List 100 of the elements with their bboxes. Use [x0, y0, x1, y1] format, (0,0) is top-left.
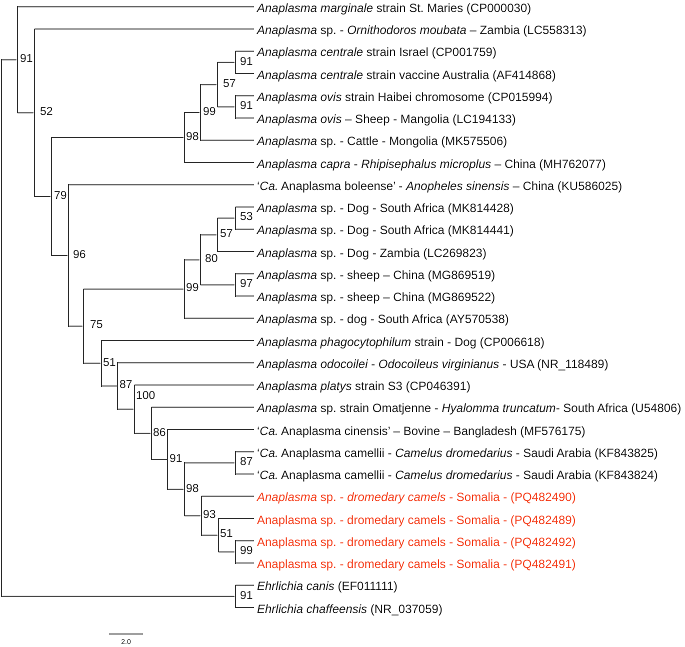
taxon-label: Anaplasma capra - Rhipisephalus microplus – China (MH762077)	[254, 156, 606, 171]
tree-branch	[184, 112, 200, 113]
tree-branch	[235, 584, 254, 586]
taxon-label: Anaplasma sp. - dog - South Africa (AY570538)	[254, 312, 509, 326]
taxon-label: Anaplasma sp. - Dog - Zambia (LC269823)	[254, 246, 486, 260]
tree-branch	[184, 162, 254, 164]
taxon-label: ‘Ca. Anaplasma boleense’ - Anopheles sinensis – China (KU586025)	[254, 178, 622, 193]
taxon-label: Anaplasma ovis – Sheep - Mangolia (LC194133)	[254, 112, 516, 126]
tree-branch	[235, 540, 254, 542]
tree-branch	[235, 50, 254, 52]
bootstrap-value: 79	[54, 190, 67, 202]
bootstrap-value: 87	[240, 457, 253, 469]
tree-branch	[134, 432, 151, 434]
bootstrap-value: 75	[90, 320, 103, 332]
bootstrap-value: 57	[220, 229, 233, 241]
tree-branch	[2, 59, 17, 60]
tree-branch	[68, 326, 83, 327]
bootstrap-value: 99	[240, 546, 253, 558]
bootstrap-value: 57	[223, 78, 236, 90]
bootstrap-value: 91	[20, 54, 33, 66]
taxon-label: Anaplasma sp. - dromedary camels - Somalia - (PQ482492)	[254, 534, 576, 549]
tree-node-line	[234, 540, 236, 564]
taxon-label: Anaplasma platys strain S3 (CP046391)	[254, 379, 470, 394]
tree-branch	[34, 196, 51, 197]
tree-node-line	[1, 59, 2, 597]
tree-branch	[235, 562, 254, 564]
tree-branch	[83, 362, 101, 364]
tree-branch	[118, 408, 134, 410]
tree-node-line	[82, 288, 84, 364]
tree-branch	[235, 474, 254, 475]
bootstrap-value: 98	[186, 132, 199, 144]
tree-branch	[217, 218, 235, 219]
tree-branch	[235, 228, 254, 230]
tree-node-line	[50, 137, 52, 256]
tree-branch	[217, 251, 254, 252]
tree-node-line	[234, 206, 236, 230]
tree-branch	[200, 284, 235, 286]
tree-branch	[51, 255, 68, 256]
bootstrap-value: 96	[73, 250, 86, 262]
tree-node-line	[167, 429, 168, 490]
taxon-label: Ehrlichia chaffeensis (NR_037059)	[254, 602, 442, 616]
taxon-label: Anaplasma sp. - dromedary camels - Somalia - (PQ482490)	[254, 490, 576, 504]
bootstrap-value: 91	[240, 101, 253, 113]
tree-node-line	[234, 95, 236, 119]
tree-branch	[184, 462, 235, 464]
taxon-label: Anaplasma centrale strain vaccine Australia (AF414868)	[254, 68, 556, 82]
taxon-label: ‘Ca. Anaplasma camellii - Camelus dromedarius - Saudi Arabia (KF843824)	[254, 468, 658, 482]
tree-node-line	[234, 273, 236, 297]
tree-branch	[235, 73, 254, 74]
tree-node-line	[16, 6, 18, 114]
tree-branch	[168, 488, 184, 490]
taxon-label: Ehrlichia canis (EF011111)	[254, 579, 398, 594]
bootstrap-value: 91	[240, 590, 253, 602]
tree-branch	[17, 6, 254, 8]
bootstrap-value: 51	[220, 529, 233, 541]
tree-branch	[200, 234, 217, 236]
bootstrap-value: 97	[240, 279, 253, 291]
taxon-label: Anaplasma sp. - dromedary camels - Somalia - (PQ482489)	[254, 512, 576, 527]
tree-branch	[200, 84, 217, 86]
bootstrap-value: 51	[103, 358, 116, 370]
tree-node-line	[234, 50, 236, 74]
taxon-label: Anaplasma sp. - Dog - South Africa (MK814441)	[254, 223, 514, 238]
tree-branch	[184, 515, 201, 516]
taxon-label: Anaplasma odocoilei - Odocoileus virginianus - USA (NR_118489)	[254, 356, 608, 371]
tree-branch	[218, 551, 235, 552]
bootstrap-value: 98	[186, 484, 199, 496]
tree-node-line	[234, 584, 236, 608]
tree-branch	[218, 518, 254, 520]
bootstrap-value: 53	[240, 212, 253, 224]
taxon-label: Anaplasma sp. - sheep – China (MG869519)	[254, 268, 496, 282]
taxon-label: Anaplasma marginale strain St. Maries (CP000030)	[254, 0, 532, 15]
tree-node-line	[234, 451, 236, 475]
tree-branch	[201, 534, 218, 536]
tree-node-line	[150, 406, 152, 460]
tree-branch	[184, 259, 200, 260]
tree-branch	[201, 496, 254, 497]
tree-node-line	[216, 62, 218, 108]
taxon-label: Anaplasma sp. - Ornithodoros moubata – Zambia (LC558313)	[254, 23, 587, 38]
tree-branch	[235, 451, 254, 452]
tree-branch	[2, 596, 235, 597]
tree-node-line	[216, 218, 218, 252]
tree-node-line	[100, 340, 102, 386]
tree-branch	[235, 296, 254, 297]
tree-branch	[235, 206, 254, 208]
tree-node-line	[200, 496, 202, 536]
tree-branch	[217, 62, 235, 63]
tree-branch	[17, 112, 34, 114]
tree-branch	[184, 318, 254, 319]
tree-branch	[83, 288, 184, 290]
taxon-label: ‘Ca. Anaplasma cinensis’ – Bovine – Bangladesh (MF576175)	[254, 424, 586, 438]
bootstrap-value: 87	[120, 380, 132, 392]
taxon-label: Anaplasma ovis strain Haibei chromosome (CP015994)	[254, 90, 552, 104]
tree-branch	[235, 273, 254, 274]
bootstrap-value: 91	[170, 454, 182, 466]
bootstrap-value: 52	[40, 107, 53, 119]
taxon-label: Anaplasma centrale strain Israel (CP001759)	[254, 45, 496, 60]
taxon-label: Anaplasma phagocytophilum strain - Dog (CP006618)	[254, 334, 545, 349]
bootstrap-value: 91	[240, 56, 253, 68]
taxon-label: ‘Ca. Anaplasma camellii - Camelus dromedarius - Saudi Arabia (KF843825)	[254, 446, 658, 460]
bootstrap-value: 99	[186, 283, 199, 295]
